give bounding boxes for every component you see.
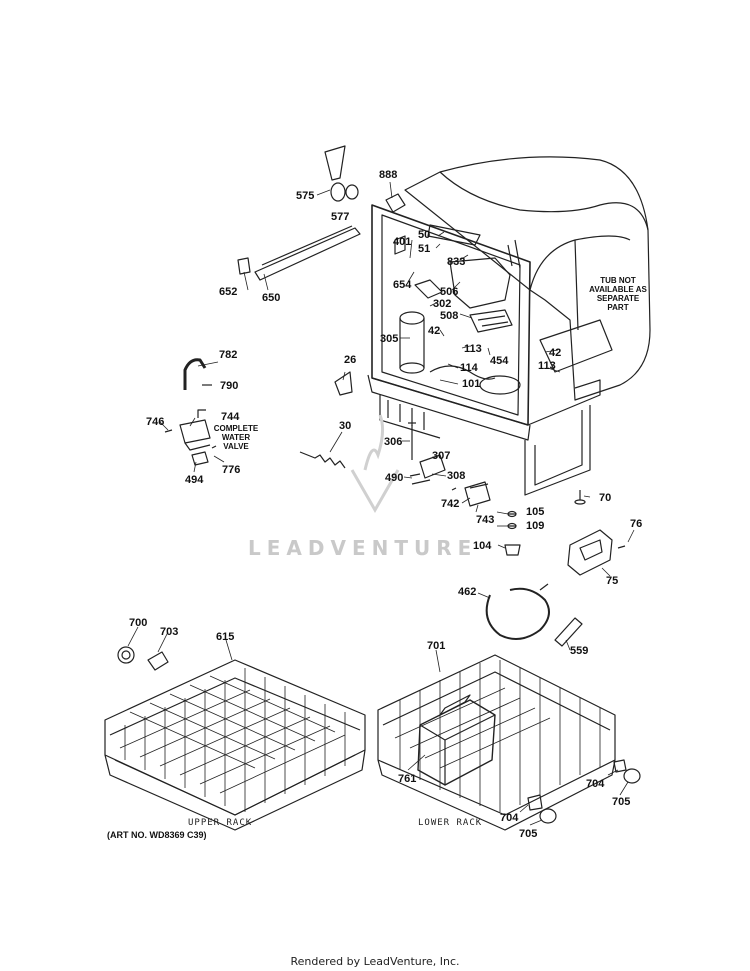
art-number: (ART NO. WD8369 C39): [107, 830, 207, 840]
callout-790: 790: [220, 380, 239, 392]
callout-75: 75: [606, 575, 619, 587]
valve-note-line-1: COMPLETE: [213, 424, 259, 433]
tub-note-line-2: AVAILABLE AS: [589, 285, 647, 294]
footer-credit: Rendered by LeadVenture, Inc.: [290, 955, 460, 968]
callout-744: 744: [221, 411, 240, 423]
callout-742: 742: [441, 498, 460, 510]
callout-701: 701: [427, 640, 446, 652]
callout-559: 559: [570, 645, 589, 657]
callout-104: 104: [473, 540, 492, 552]
callout-650: 650: [262, 292, 281, 304]
hose-and-valve: [164, 358, 217, 466]
callout-401: 401: [393, 236, 412, 248]
callout-704-bottom: 704: [500, 812, 519, 824]
callout-462: 462: [458, 586, 477, 598]
valve-note: COMPLETE WATER VALVE: [210, 424, 262, 451]
callout-494: 494: [185, 474, 204, 486]
callout-577: 577: [331, 211, 350, 223]
callout-705-right: 705: [612, 796, 631, 808]
callout-30: 30: [339, 420, 352, 432]
callout-114: 114: [460, 362, 478, 374]
callout-888: 888: [379, 169, 398, 181]
upper-rack-label: UPPER RACK: [188, 818, 253, 828]
callout-700: 700: [129, 617, 148, 629]
top-left-parts: [237, 145, 361, 281]
callout-654: 654: [393, 279, 412, 291]
leader-lines: [127, 181, 635, 826]
callout-743: 743: [476, 514, 495, 526]
callout-615: 615: [216, 631, 235, 643]
callout-746: 746: [146, 416, 165, 428]
callout-308: 308: [447, 470, 466, 482]
callout-833: 833: [447, 256, 466, 268]
callout-42-a: 42: [428, 325, 441, 337]
callout-50: 50: [418, 229, 431, 241]
callout-101: 101: [462, 378, 481, 390]
valve-note-line-2: WATER: [221, 433, 251, 442]
callout-113-a: 113: [464, 343, 482, 355]
tub-note-line-3: SEPARATE PART: [596, 294, 640, 312]
tub-assembly: [367, 156, 651, 496]
callout-454: 454: [490, 355, 509, 367]
callout-113-b: 113: [538, 360, 556, 372]
callout-306: 306: [384, 436, 403, 448]
callout-703: 703: [160, 626, 179, 638]
callout-305: 305: [380, 333, 399, 345]
center-small-parts: [408, 422, 586, 556]
callout-42-b: 42: [549, 347, 562, 359]
callout-761: 761: [398, 773, 417, 785]
callout-506: 506: [440, 286, 459, 298]
callout-109: 109: [526, 520, 545, 532]
callout-575: 575: [296, 190, 315, 202]
harness-462-559: [485, 583, 583, 647]
callout-508: 508: [440, 310, 459, 322]
callout-105: 105: [526, 506, 545, 518]
upper-rack: [104, 646, 366, 831]
valve-note-line-3: VALVE: [223, 442, 249, 451]
lower-rack-label: LOWER RACK: [418, 818, 483, 828]
spring-30: [299, 451, 346, 469]
callout-704-right: 704: [586, 778, 605, 790]
callout-782: 782: [219, 349, 238, 361]
callout-302: 302: [433, 298, 452, 310]
bracket-26: [334, 371, 353, 396]
callout-652: 652: [219, 286, 238, 298]
callout-776: 776: [222, 464, 241, 476]
callout-70: 70: [599, 492, 612, 504]
callout-76: 76: [630, 518, 643, 530]
tub-note: TUB NOT AVAILABLE AS SEPARATE PART: [588, 276, 648, 312]
lower-rack: [377, 654, 641, 831]
callout-705-bottom: 705: [519, 828, 538, 840]
callout-51: 51: [418, 243, 431, 255]
watermark-text: LEADVENTURE: [248, 536, 478, 560]
callout-307: 307: [432, 450, 451, 462]
tub-note-line-1: TUB NOT: [600, 276, 636, 285]
callout-490: 490: [385, 472, 404, 484]
watermark-logo: [350, 414, 400, 514]
callout-26: 26: [344, 354, 357, 366]
module-75: [567, 529, 626, 576]
